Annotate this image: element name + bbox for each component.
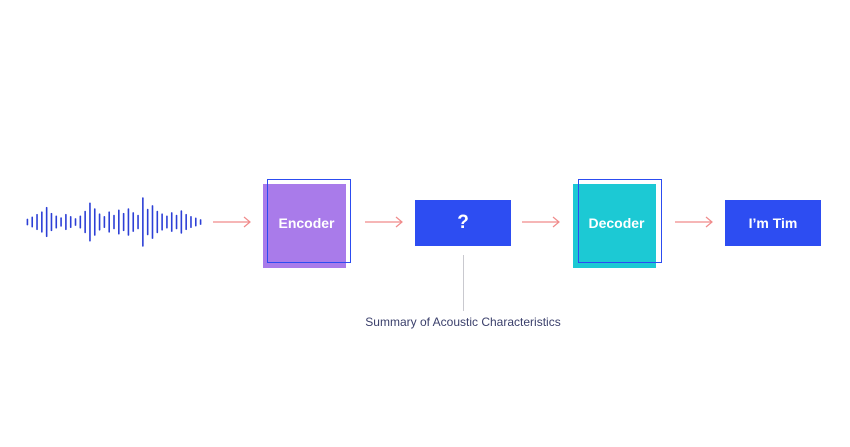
- output-label: I’m Tim: [748, 215, 798, 231]
- summary-caption: Summary of Acoustic Characteristics: [365, 315, 561, 329]
- summary-connector-line: [463, 255, 464, 311]
- encoder-label: Encoder: [278, 215, 335, 231]
- encoder-block: [263, 184, 346, 268]
- output-box: [725, 200, 821, 246]
- latent-box: [415, 200, 511, 246]
- latent-label: ?: [457, 212, 469, 233]
- decoder-label: Decoder: [588, 215, 645, 231]
- decoder-outline: [578, 179, 662, 263]
- encoder-outline: [267, 179, 351, 263]
- arrow-to-encoder: [213, 216, 251, 228]
- decoder-block: [573, 184, 656, 268]
- arrow-to-latent: [365, 216, 403, 228]
- arrow-to-decoder: [522, 216, 560, 228]
- arrow-to-output: [675, 216, 713, 228]
- audio-waveform-icon: [26, 197, 202, 247]
